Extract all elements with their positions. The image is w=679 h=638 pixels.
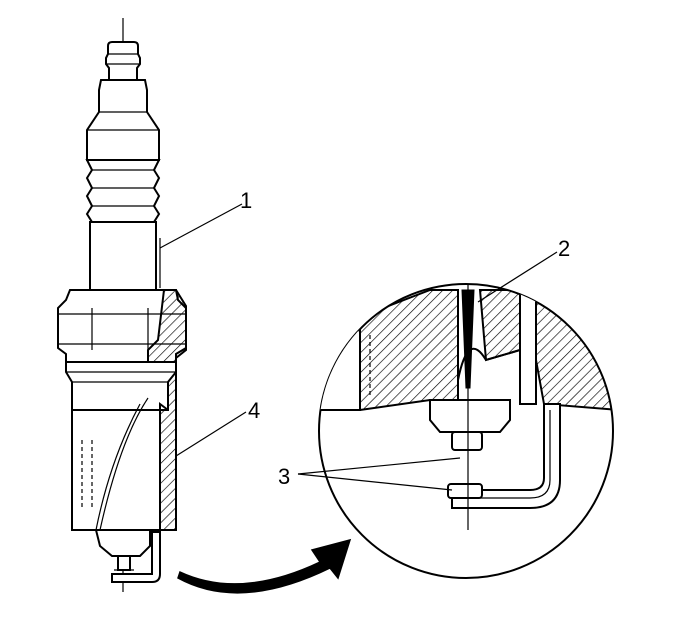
magnified-view: [318, 283, 614, 579]
insulator-ribs: [85, 159, 161, 223]
leader-4: [175, 411, 247, 457]
leader-3b: [297, 473, 453, 491]
electrode-tip: [94, 529, 161, 583]
magnified-insulator-right: [478, 289, 521, 362]
spark-plug: [57, 18, 187, 592]
thread-section: [71, 397, 161, 531]
callout-3: 3: [278, 464, 290, 489]
magnified-nose: [429, 399, 511, 433]
shell-barrel: [65, 361, 177, 411]
magnify-arrow: [177, 538, 352, 594]
callout-1: 1: [240, 188, 252, 213]
callout-2: 2: [558, 236, 570, 261]
magnified-shell-right: [535, 289, 613, 412]
magnified-circle: [318, 283, 614, 579]
terminal-nut: [105, 41, 141, 81]
leader-3a: [297, 457, 461, 475]
insulator-upper: [86, 79, 160, 161]
insulator-neck: [89, 221, 157, 291]
center-electrode-tip: [451, 431, 483, 451]
leader-1: [159, 203, 243, 249]
callout-4: 4: [248, 398, 260, 423]
leader-2: [477, 251, 558, 303]
